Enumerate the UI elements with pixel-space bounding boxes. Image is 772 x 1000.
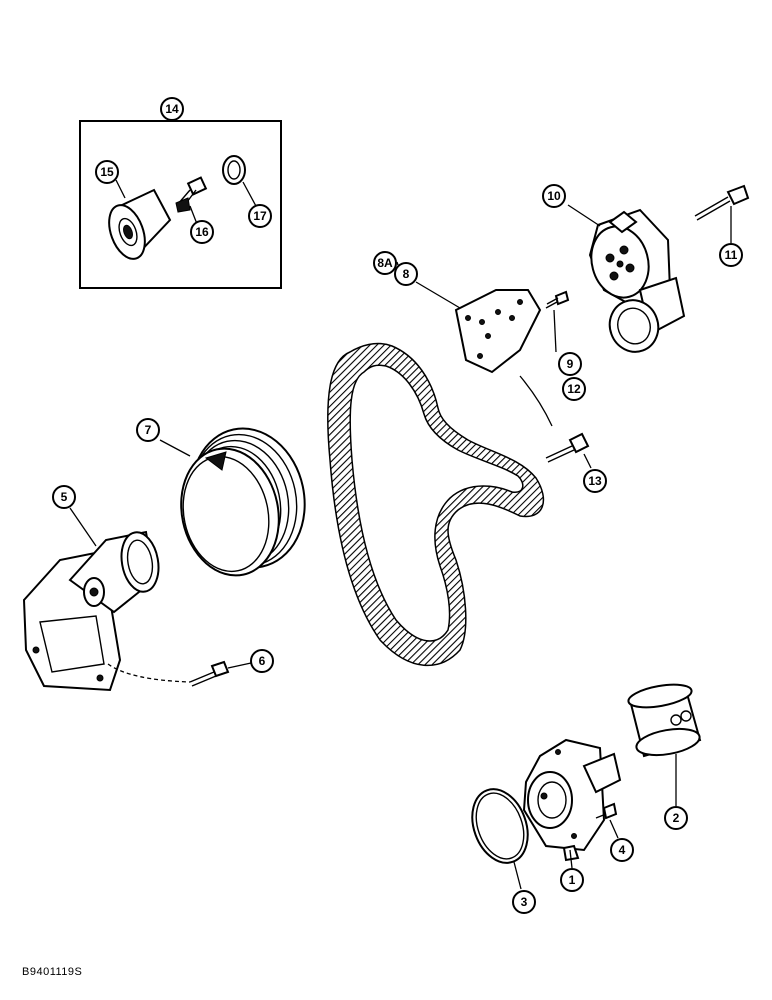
inset-frame [79,120,282,289]
callout-2: 2 [664,806,688,830]
svg-text:3: 3 [521,895,528,909]
shoulder-bolt [175,176,208,213]
svg-text:16: 16 [195,225,209,239]
svg-text:8: 8 [403,267,410,281]
svg-text:4: 4 [619,843,626,857]
svg-text:12: 12 [567,382,581,396]
pump-bolt [595,802,618,820]
callout-15: 15 [95,160,119,184]
svg-text:2: 2 [673,811,680,825]
serpentine-belt [327,342,545,667]
svg-text:5: 5 [61,490,68,504]
svg-text:9: 9 [567,357,574,371]
callout-4: 4 [610,838,634,862]
svg-text:13: 13 [588,474,602,488]
callout-1: 1 [560,868,584,892]
callout-6: 6 [250,649,274,673]
svg-text:11: 11 [725,248,738,262]
svg-text:10: 10 [547,189,561,203]
tensioner-bolt [694,184,750,221]
idler-pulley [108,188,172,260]
svg-text:7: 7 [145,423,152,437]
water-pump [522,738,622,862]
thermostat-housing [22,530,160,692]
callout-10: 10 [542,184,566,208]
callout-17: 17 [248,204,272,228]
pump-seal-ring [471,788,529,864]
bracket-bolt [545,290,570,309]
housing-bolt [189,660,230,687]
callout-16: 16 [190,220,214,244]
callout-13: 13 [583,469,607,493]
callout-7: 7 [136,418,160,442]
idler-kit-inset [79,118,282,289]
callout-11: 11 [719,243,743,267]
svg-text:14: 14 [165,102,179,116]
figure-id: B9401119S [22,966,83,978]
callout-8: 8 [394,262,418,286]
spacer-washer [222,155,246,185]
callout-9: 9 [558,352,582,376]
svg-text:17: 17 [253,209,267,223]
svg-text:1: 1 [569,873,576,887]
mounting-bracket [454,289,542,374]
callout-14: 14 [160,97,184,121]
bracket-mount-bolt [545,432,590,463]
fan-drive-pulley [180,427,306,577]
callout-5: 5 [52,485,76,509]
svg-text:8A: 8A [377,256,393,270]
callout-8a: 8A [373,251,397,275]
callout-3: 3 [512,890,536,914]
belt-tensioner [588,208,686,353]
callout-12: 12 [562,377,586,401]
water-pump-sleeve [627,683,702,758]
svg-text:6: 6 [259,654,266,668]
svg-text:15: 15 [100,165,114,179]
